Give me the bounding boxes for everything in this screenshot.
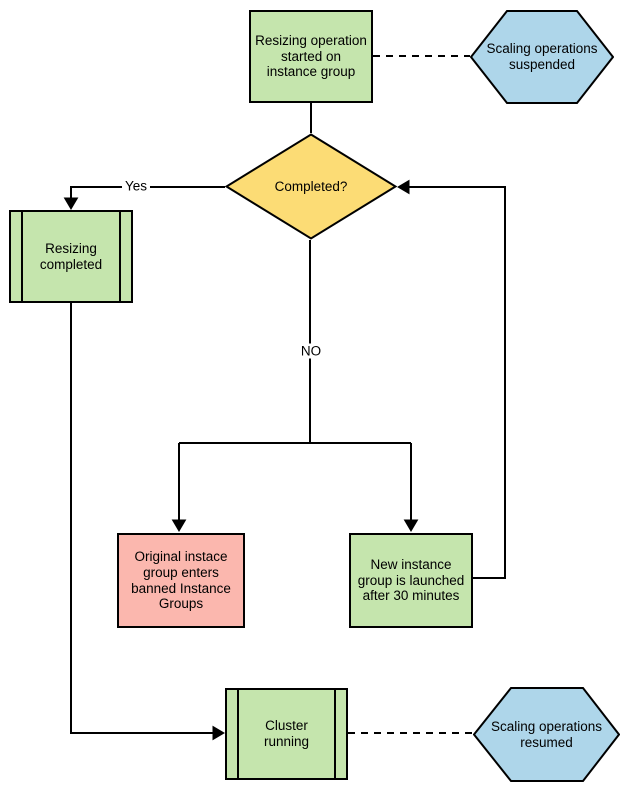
node-resizing-completed: Resizing completed (9, 210, 133, 303)
edge-newgroup-to-completed (397, 179, 506, 579)
node-resizing-completed-label: Resizing completed (39, 240, 103, 272)
predefined-process-bar (21, 212, 23, 301)
node-scaling-resumed: Scaling operations resumed (473, 687, 620, 782)
node-resizing-started: Resizing operation started on instance g… (249, 10, 373, 103)
node-completed-decision-label: Completed? (274, 178, 348, 194)
node-new-instance-group: New instance group is launched after 30 … (349, 533, 473, 628)
hexagon-shape (470, 10, 614, 104)
node-completed-decision: Completed? (225, 133, 397, 240)
diamond-shape (225, 133, 397, 240)
node-scaling-suspended: Scaling operations suspended (470, 10, 614, 104)
node-cluster-running: Cluster running (225, 688, 348, 780)
arrowhead-down-icon (171, 519, 187, 532)
node-resizing-started-label: Resizing operation started on instance g… (255, 32, 367, 80)
arrowhead-left-icon (397, 179, 410, 195)
arrowhead-right-icon (212, 725, 225, 741)
edge-label-no: NO (297, 343, 325, 359)
node-scaling-resumed-label: Scaling operations resumed (490, 718, 603, 750)
node-scaling-suspended-label: Scaling operations suspended (486, 41, 598, 72)
edge-label-yes: Yes (121, 178, 151, 194)
predefined-process-bar (119, 212, 121, 301)
edge-resizing-to-cluster (70, 303, 225, 741)
hexagon-shape (473, 687, 620, 782)
arrowhead-down-icon (63, 197, 79, 210)
edge-completed-yes-to-resizing (63, 186, 225, 210)
arrowhead-down-icon (403, 519, 419, 532)
predefined-process-bar (237, 690, 239, 778)
node-banned-instance-groups-label: Original instace group enters banned Ins… (131, 548, 231, 612)
edge-completed-no-branch (171, 240, 419, 532)
node-new-instance-group-label: New instance group is launched after 30 … (357, 556, 465, 604)
predefined-process-bar (334, 690, 336, 778)
node-banned-instance-groups: Original instace group enters banned Ins… (117, 533, 245, 628)
node-cluster-running-label: Cluster running (263, 718, 310, 749)
